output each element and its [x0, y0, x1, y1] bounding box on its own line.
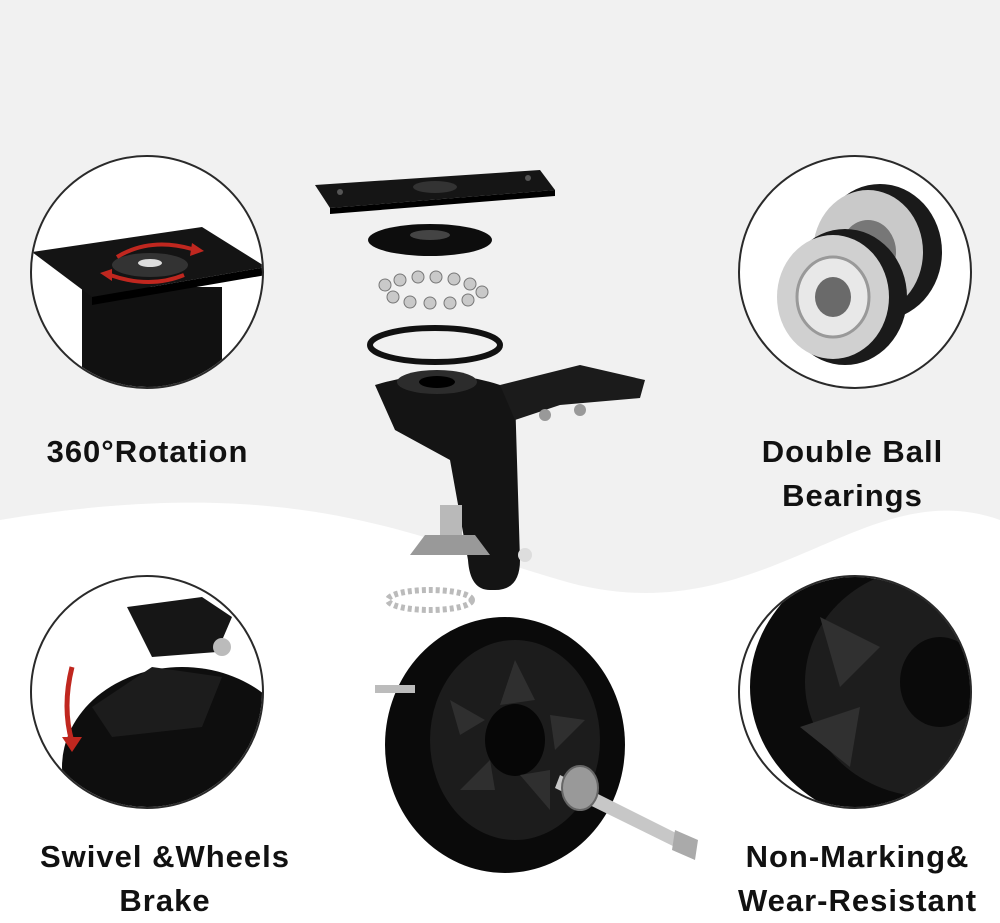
wheel-image: [375, 617, 698, 873]
nonmarking-label-line1: Non-Marking&: [745, 839, 970, 874]
nonmarking-feature-circle: [738, 575, 972, 809]
bearings-label-line1: Double Ball: [761, 434, 944, 469]
brake-label-line2: Brake: [119, 883, 211, 918]
brake-label-line1: Swivel &Wheels: [39, 839, 291, 874]
bearings-feature-label: Double Ball Bearings: [720, 430, 985, 518]
steel-balls-image: [378, 270, 489, 310]
rotation-feature-circle: [30, 155, 264, 389]
exploded-caster-illustration: [315, 170, 698, 873]
brake-feature-label: Swivel &Wheels Brake: [0, 835, 330, 923]
swivel-housing-image: [375, 365, 645, 590]
top-plate-image: [315, 170, 555, 214]
rotation-label-text: 360°Rotation: [46, 434, 249, 469]
foot-brake-image: [385, 505, 490, 613]
double-ball-bearings-image: [777, 184, 942, 365]
wheel-tread-closeup-image: [750, 577, 970, 807]
nonmarking-label-line2: Wear-Resistant: [737, 883, 978, 918]
seal-ring-image: [367, 325, 503, 365]
bearings-label-line2: Bearings: [782, 478, 923, 513]
bearings-feature-circle: [738, 155, 972, 389]
raceway-disc-image: [368, 224, 492, 256]
nonmarking-feature-label: Non-Marking& Wear-Resistant: [715, 835, 1000, 923]
rotation-feature-label: 360°Rotation: [0, 430, 295, 474]
brake-feature-circle: [30, 575, 264, 809]
wheel-brake-image: [62, 597, 262, 807]
top-plate-rotation-image: [32, 227, 262, 387]
